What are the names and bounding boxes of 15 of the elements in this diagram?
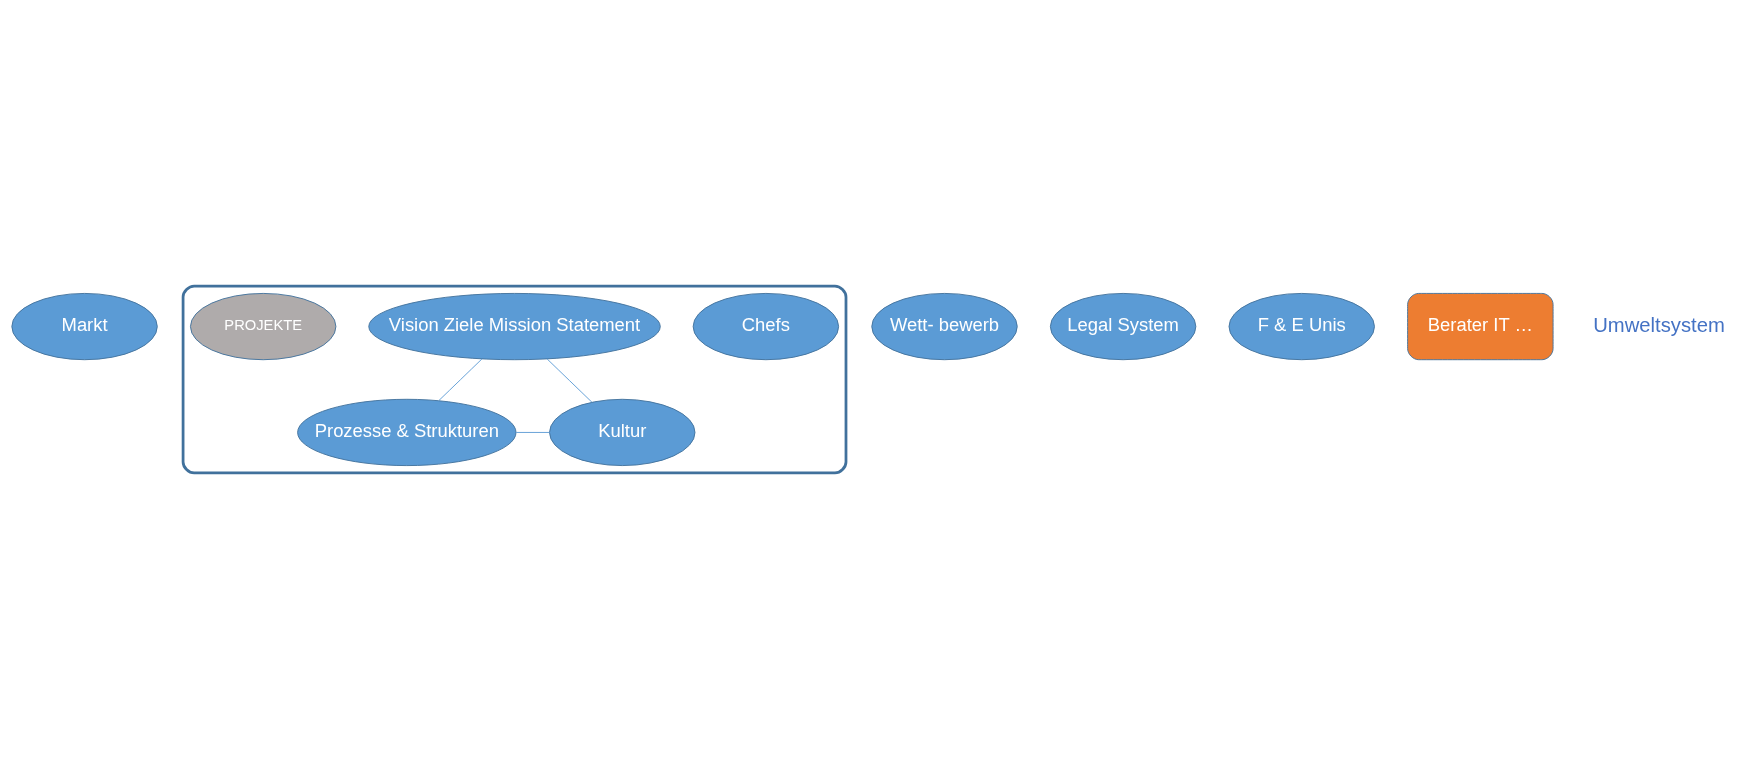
cluster	[181, 284, 848, 475]
node-ellipse: Prozesse & Strukturen	[297, 398, 517, 467]
label: Umweltsystem	[1593, 313, 1725, 336]
node-ellipse: Legal System	[1049, 292, 1197, 361]
node-ellipse: Vision Ziele Mission Statement	[368, 292, 661, 361]
connector	[515, 432, 550, 433]
connector	[546, 358, 593, 403]
connector	[438, 358, 483, 401]
node-ellipse: Wett- bewerb	[871, 292, 1018, 361]
node-box: Berater IT …	[1407, 292, 1554, 361]
node-ellipse: Markt	[11, 292, 158, 361]
node-ellipse: Chefs	[692, 292, 840, 361]
node-ellipse: PROJEKTE	[190, 292, 337, 361]
node-ellipse: F & E Unis	[1228, 292, 1375, 361]
node-ellipse: Kultur	[549, 398, 696, 467]
